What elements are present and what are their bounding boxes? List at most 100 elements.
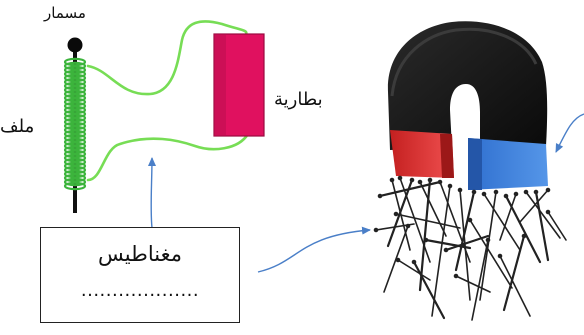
battery-label: بطارية: [274, 89, 323, 110]
coil-loop: [63, 125, 87, 135]
horseshoe-magnet: [387, 21, 548, 190]
nail-head: [373, 227, 379, 233]
coil-loop: [63, 65, 87, 75]
coil-loop: [63, 121, 87, 131]
coil-loop: [63, 117, 87, 127]
answer-box-title: مغناطيس: [98, 242, 182, 266]
battery: [213, 33, 265, 137]
coil-loop: [63, 149, 87, 159]
nail-piece: [499, 193, 517, 241]
nail-piece: [395, 213, 461, 229]
nail-head: [485, 237, 491, 243]
nail-piece: [547, 211, 567, 241]
arrow-to-blue-pole: [555, 113, 584, 153]
nail-piece: [419, 181, 447, 237]
nail-head: [545, 187, 551, 193]
nail-piece: [397, 259, 431, 281]
coil-loop: [63, 97, 87, 107]
coil-loop: [63, 61, 87, 71]
coil-loop: [63, 141, 87, 151]
nail-head: [523, 189, 529, 195]
nail-head: [437, 179, 443, 185]
nail-head: [427, 177, 433, 183]
coil-loop: [63, 89, 87, 99]
nail-piece: [454, 190, 476, 272]
nail-piece: [469, 219, 513, 289]
coil-loop: [63, 165, 87, 175]
nail-head: [423, 237, 429, 243]
nail-head: [453, 273, 459, 279]
nail-head: [389, 177, 395, 183]
coil-loop: [63, 129, 87, 139]
nail-head: [457, 187, 463, 193]
nail-head: [377, 193, 383, 199]
coil-label: ملف: [0, 116, 35, 137]
coil-loop: [63, 133, 87, 143]
coil-loop: [63, 181, 87, 191]
coil-loop: [63, 69, 87, 79]
nail-head: [471, 189, 477, 195]
nail-head: [481, 191, 487, 197]
nail-head: [497, 253, 503, 259]
nail-head: [533, 189, 539, 195]
nail-piece: [386, 178, 414, 248]
nail-head: [395, 257, 401, 263]
arrow-box-to-electromagnet: [147, 157, 156, 229]
nail-piece: [534, 190, 550, 262]
wire: [86, 20, 250, 182]
coil-loop: [63, 93, 87, 103]
nail-head: [503, 193, 509, 199]
coil-loop: [63, 157, 87, 167]
nail-piece: [399, 177, 431, 263]
coil-loop: [63, 77, 87, 87]
nail-head: [417, 179, 423, 185]
coil-loop: [63, 145, 87, 155]
coil-loop: [63, 109, 87, 119]
coil-loop: [63, 177, 87, 187]
attracted-nails: [373, 175, 567, 321]
coil: [63, 57, 87, 191]
nail-piece: [455, 275, 491, 293]
nail-head: [397, 175, 403, 181]
nail-head: [447, 183, 453, 189]
arrow-box-to-magnet: [257, 226, 371, 273]
nail-head: [409, 177, 415, 183]
answer-blank[interactable]: ...................: [80, 280, 200, 301]
nail-head: [467, 217, 473, 223]
coil-loop: [63, 161, 87, 171]
nail-piece: [431, 185, 451, 317]
nail-piece: [444, 234, 490, 252]
nail-piece: [471, 239, 489, 321]
nail-head: [411, 259, 417, 265]
coil-loop: [63, 153, 87, 163]
coil-loop: [63, 81, 87, 91]
coil-loop: [63, 85, 87, 95]
nail-head: [513, 191, 519, 197]
nail-head: [521, 233, 527, 239]
nail-piece: [412, 260, 446, 320]
nail-piece: [525, 191, 561, 239]
coil-loop: [63, 105, 87, 115]
nail-piece: [418, 178, 432, 292]
coil-loop: [63, 137, 87, 147]
pointer-arrows: [147, 113, 584, 273]
nail-piece: [483, 193, 521, 251]
nail-piece: [502, 234, 526, 312]
coil-loop: [63, 113, 87, 123]
nail-piece: [375, 223, 415, 231]
nail-piece: [519, 189, 549, 223]
nail-head: [443, 247, 449, 253]
nail-label: مسمار: [44, 4, 86, 22]
nail-head: [545, 209, 551, 215]
nail-piece: [424, 238, 472, 250]
coil-loop: [63, 101, 87, 111]
nail-piece: [479, 191, 497, 301]
coil-loop: [63, 173, 87, 183]
nail-head: [393, 211, 399, 217]
nail-head: [493, 189, 499, 195]
answer-box: مغناطيس ...................: [40, 227, 240, 323]
coil-loop: [63, 73, 87, 83]
coil-loop: [63, 169, 87, 179]
